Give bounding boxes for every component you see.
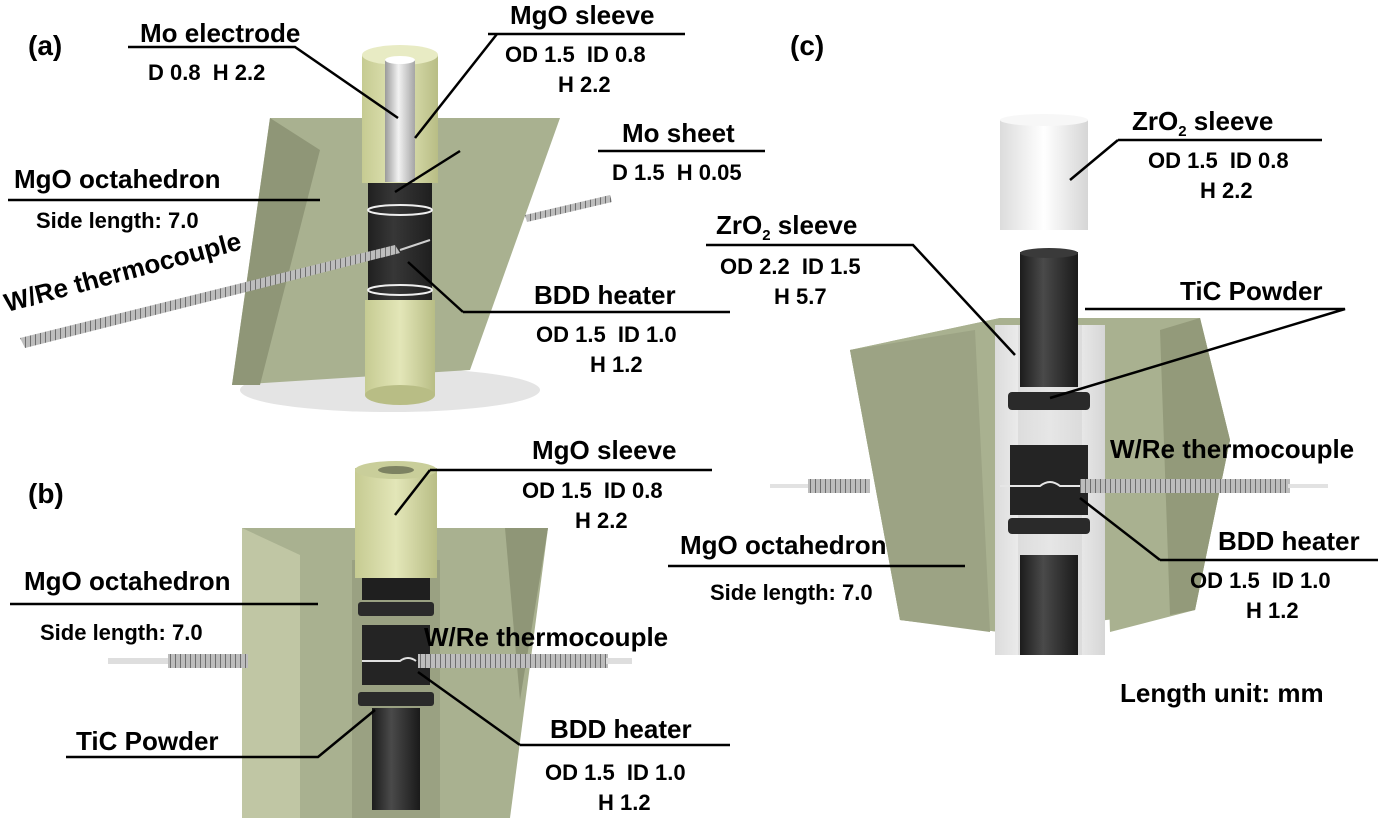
tic-rod-b (372, 708, 420, 810)
disc-b (358, 602, 434, 616)
mgo-octahedron-b-title: MgO octahedron (24, 566, 231, 596)
tc-sheath-right (606, 658, 632, 664)
panel-c-drawing (770, 114, 1328, 655)
tc-junction (362, 657, 417, 662)
mgo-octahedron-c-title: MgO octahedron (680, 530, 887, 560)
mgo-octahedron-a-title: MgO octahedron (14, 164, 221, 194)
mo-electrode (385, 60, 415, 182)
panel-a-tag: (a) (28, 30, 63, 61)
bdd-heater-b-dims1: OD 1.5 ID 1.0 (545, 760, 686, 785)
heater-ring (367, 204, 433, 216)
panel-b-tag: (b) (28, 478, 64, 509)
heater-shade (368, 180, 432, 300)
leader-mgo-sleeve-a (414, 33, 498, 139)
mgo-octahedron-b-dims: Side length: 7.0 (40, 620, 203, 645)
tic-powder-c-title: TiC Powder (1180, 276, 1323, 306)
disc-c (1008, 518, 1090, 534)
thermocouple-b-right (418, 654, 608, 668)
rod-top (1020, 248, 1078, 258)
sleeve-bore (378, 466, 414, 474)
bdd-heater-c-title: BDD heater (1218, 526, 1360, 556)
zro2-sleeve-large-dims1: OD 2.2 ID 1.5 (720, 254, 861, 279)
panel-b-drawing (108, 461, 632, 818)
mo-sheet-dims: D 1.5 H 0.05 (612, 160, 742, 185)
mo-sheet-title: Mo sheet (622, 118, 735, 148)
zro2-sleeve-large-dims2: H 5.7 (774, 284, 827, 309)
mgo-sleeve-b-dims2: H 2.2 (575, 508, 628, 533)
lower-mgo-sleeve-a (365, 300, 435, 395)
tic-rod-top (1020, 252, 1078, 387)
leader-zro2-large (706, 243, 1016, 356)
mgo-octahedron-c-dims: Side length: 7.0 (710, 580, 873, 605)
leader-mo-electrode (128, 45, 399, 120)
panel-c-tag: (c) (790, 30, 825, 61)
zro2-sleeve-small-dims1: OD 1.5 ID 0.8 (1148, 148, 1289, 173)
mgo-octahedron-a-dims: Side length: 7.0 (36, 208, 199, 233)
heater-ring (367, 284, 433, 296)
disc-b (358, 692, 434, 706)
leader-mo-sheet (394, 149, 461, 194)
tc-sheath-left (108, 658, 170, 664)
thermocouple-c-left (808, 479, 870, 493)
bdd-heater-c (1010, 445, 1088, 515)
leader-bdd-c (1079, 497, 1161, 561)
octahedron-right-shade (1160, 318, 1230, 615)
leader-tic-b (66, 709, 376, 759)
bdd-heater-b-dims2: H 1.2 (598, 790, 651, 815)
tc-junction (1000, 481, 1080, 487)
octahedron-shade (505, 528, 548, 700)
mo-electrode-dims: D 0.8 H 2.2 (148, 60, 266, 85)
mgo-sleeve-a-dims1: OD 1.5 ID 0.8 (505, 42, 646, 67)
mo-electrode-title: Mo electrode (140, 18, 301, 48)
leader-tic-c (1049, 307, 1346, 400)
sleeve-bottom (365, 385, 435, 405)
bdd-heater-a-title: BDD heater (534, 280, 676, 310)
mgo-sleeve-a-dims2: H 2.2 (558, 72, 611, 97)
length-unit-note: Length unit: mm (1120, 678, 1324, 708)
sleeve-top (362, 45, 438, 65)
thermocouple-c-title: W/Re thermocouple (1110, 434, 1355, 464)
bdd-heater-a-dims1: OD 1.5 ID 1.0 (536, 322, 677, 347)
leader-zro2-small (1069, 139, 1119, 181)
octahedron-shade (232, 118, 320, 385)
rod-b (362, 578, 430, 600)
zro2-sleeve-small-title: ZrO2 sleeve (1132, 106, 1274, 140)
mgo-sleeve-b (355, 468, 437, 578)
thermocouple-a (20, 245, 400, 348)
leader-mgo-sleeve-b (394, 469, 431, 516)
tic-disc-c (1008, 392, 1090, 410)
bdd-heater-b-title: BDD heater (550, 714, 692, 744)
tc-sheath-right (1288, 484, 1328, 488)
tic-rod-bottom (1020, 555, 1078, 655)
thermocouple-b-left (168, 654, 248, 668)
leader-lines (8, 32, 1378, 759)
mgo-sleeve-a-title: MgO sleeve (510, 0, 655, 30)
zro2-sleeve-small-dims2: H 2.2 (1200, 178, 1253, 203)
mgo-sleeve-b-dims1: OD 1.5 ID 0.8 (522, 478, 663, 503)
leader-bdd-b (417, 670, 521, 747)
leader-bdd-a (407, 261, 464, 313)
bdd-heater-a-dims2: H 1.2 (590, 352, 643, 377)
zro2-sleeve-large-title: ZrO2 sleeve (716, 210, 858, 244)
bdd-heater-c-dims2: H 1.2 (1246, 598, 1299, 623)
thermocouple-wire (399, 239, 431, 251)
bdd-heater-c-dims1: OD 1.5 ID 1.0 (1190, 568, 1331, 593)
octahedron-shade (242, 528, 300, 818)
sleeve-top (1000, 114, 1088, 126)
tic-powder-b-title: TiC Powder (76, 726, 219, 756)
mgo-sleeve-b-title: MgO sleeve (532, 435, 677, 465)
panel-a-drawing (20, 45, 612, 412)
thermocouple-far-end (525, 195, 612, 222)
octahedron-left-shade (850, 330, 990, 632)
thermocouple-b-title: W/Re thermocouple (424, 622, 669, 652)
zro2-sleeve-small (1000, 120, 1088, 230)
electrode-top (385, 56, 415, 64)
thermocouple-c-right (1080, 479, 1290, 493)
